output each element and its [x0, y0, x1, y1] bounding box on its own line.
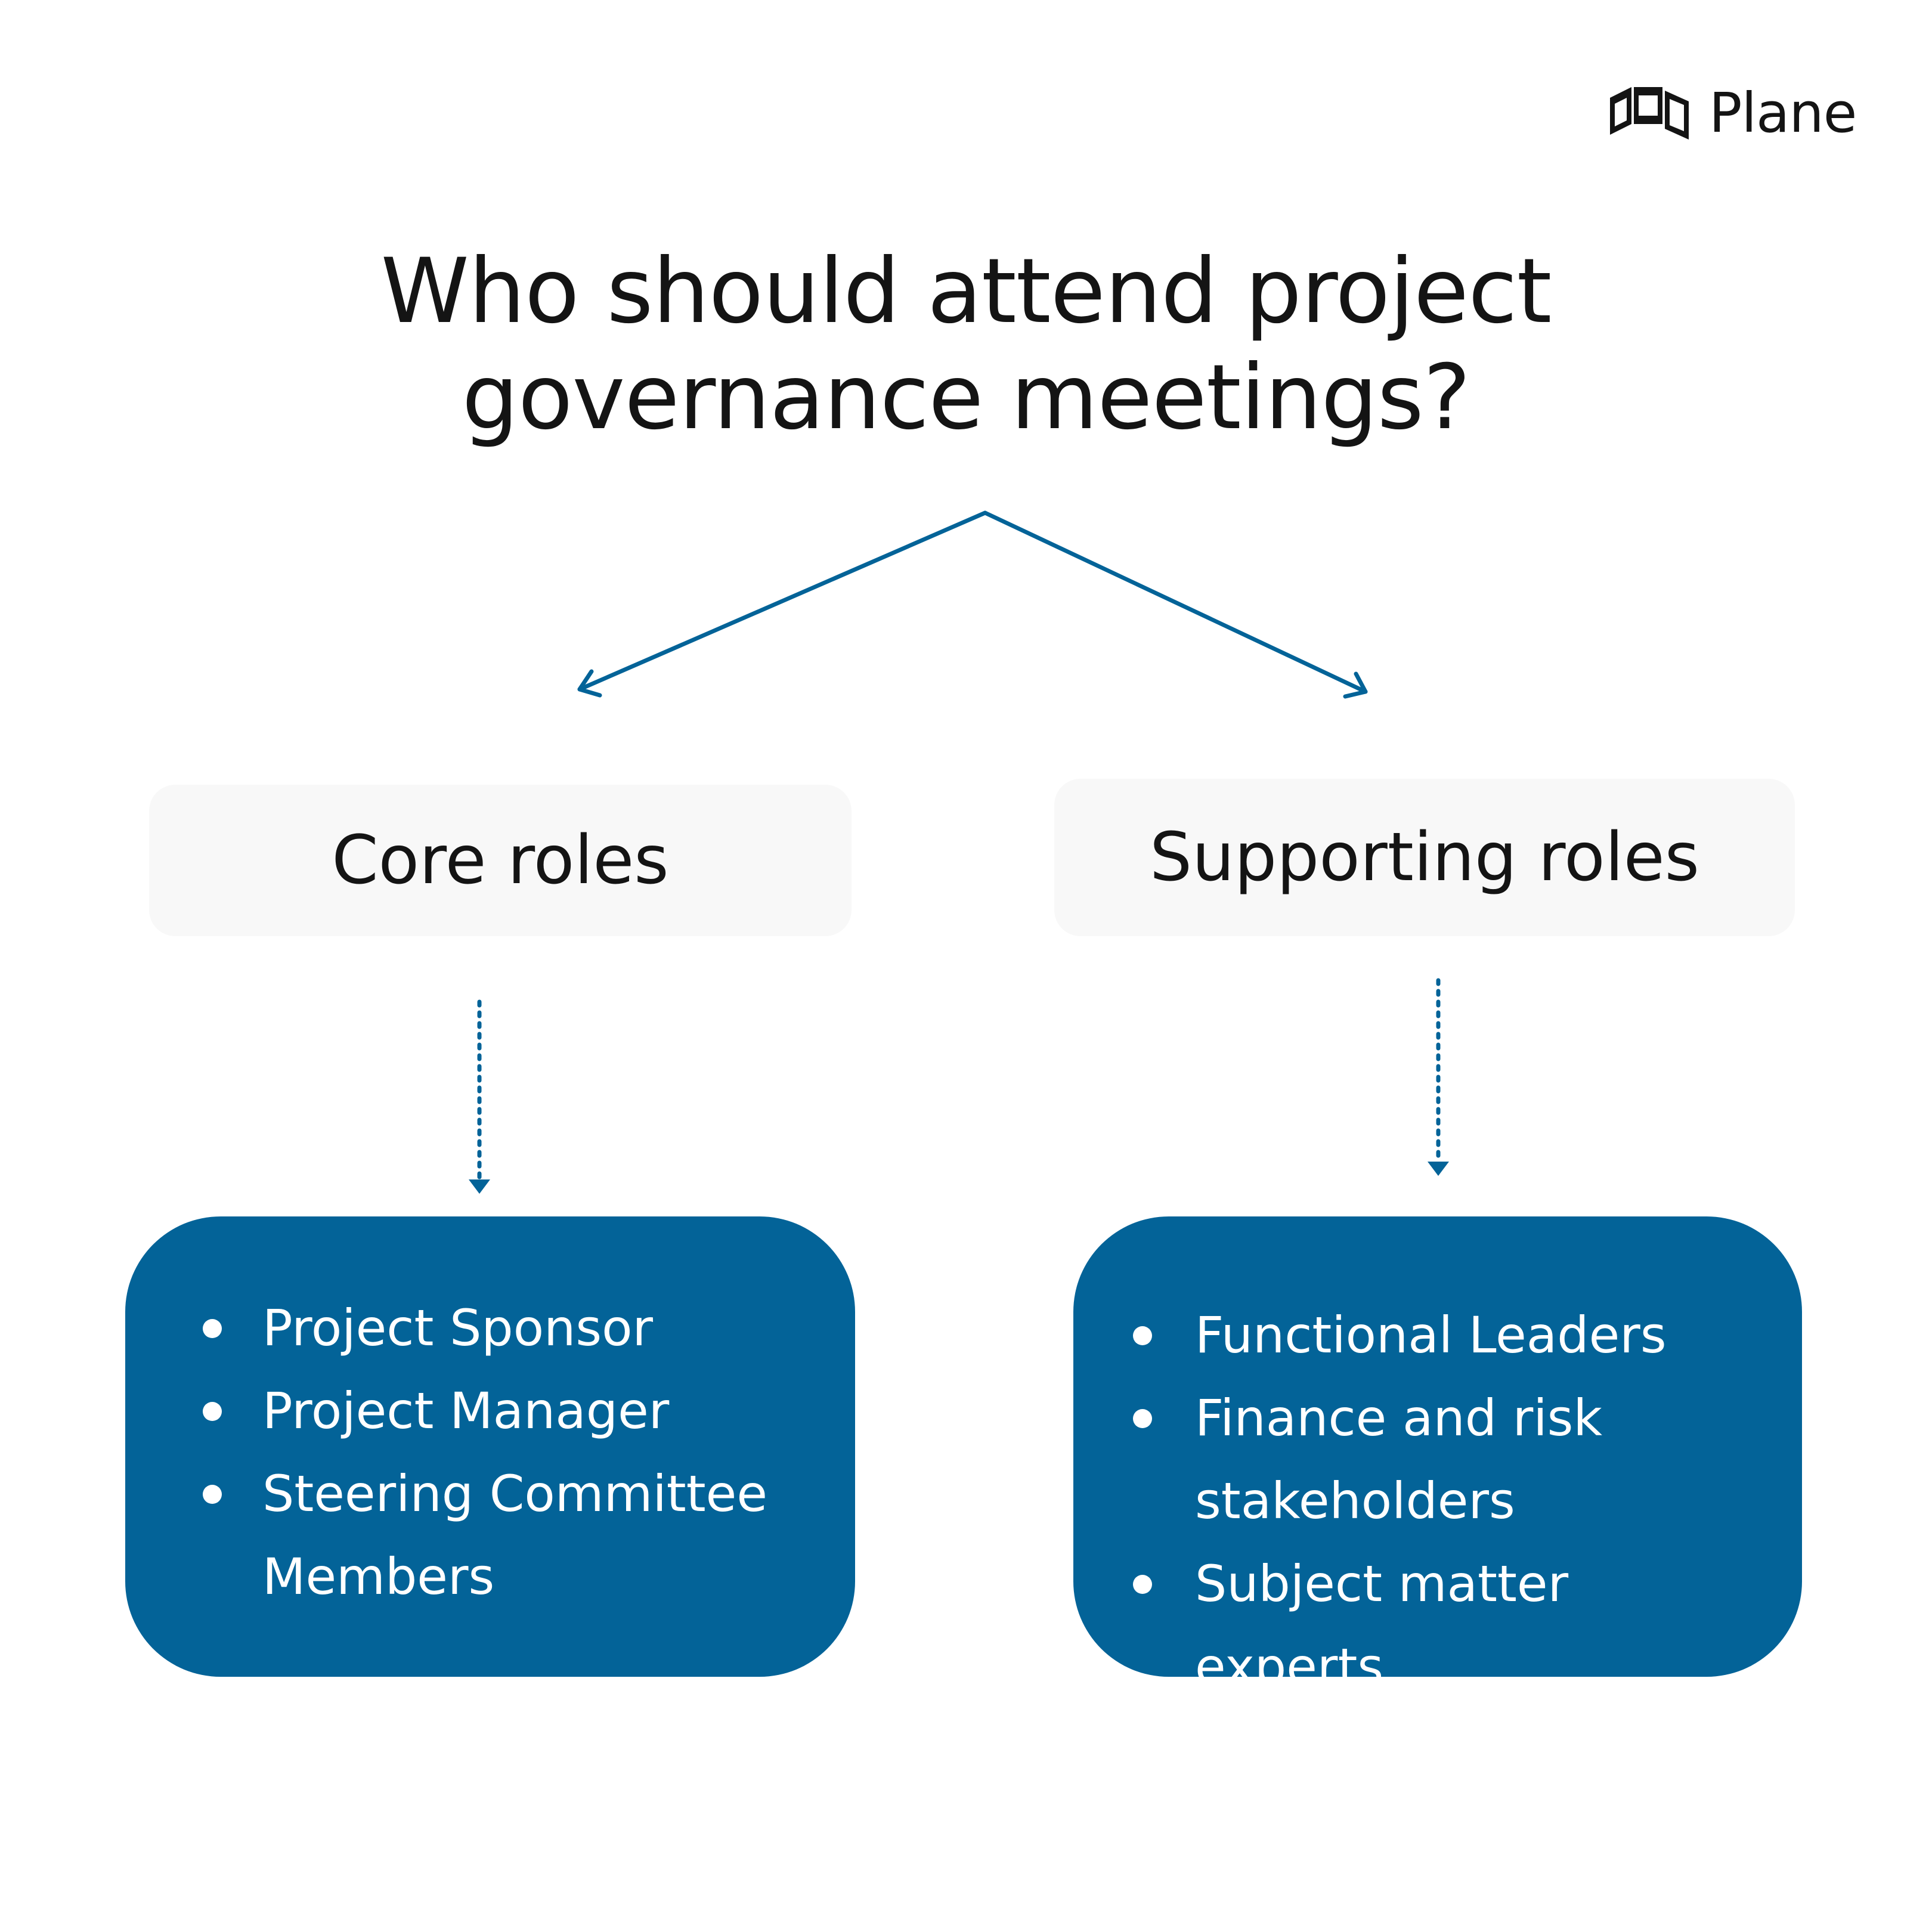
list-item: Steering Committee Members — [203, 1453, 807, 1618]
bullet-icon — [1133, 1409, 1152, 1428]
bullet-icon — [203, 1485, 222, 1504]
dotted-arrowhead-left — [469, 1179, 490, 1194]
brand-logo: Plane — [1610, 78, 1872, 149]
list-item: Subject matter experts — [1133, 1543, 1754, 1708]
branch-arrowhead-left — [577, 669, 602, 698]
page-title: Who should attend project governance mee… — [380, 240, 1552, 450]
core-roles-list: Project Sponsor Project Manager Steering… — [203, 1287, 807, 1618]
branch-arrow-left — [577, 510, 987, 692]
category-supporting-roles: Supporting roles — [1054, 779, 1795, 936]
plane-logo-icon — [1610, 87, 1689, 140]
branch-arrowhead-right — [1343, 671, 1368, 699]
brand-name: Plane — [1709, 81, 1857, 145]
category-core-roles: Core roles — [149, 785, 852, 936]
supporting-roles-box: Functional Leaders Finance and risk stak… — [1073, 1216, 1802, 1696]
core-roles-box: Project Sponsor Project Manager Steering… — [125, 1216, 855, 1677]
list-item: Finance and risk stakeholders — [1133, 1377, 1754, 1543]
branch-arrow-right — [983, 510, 1368, 694]
bullet-icon — [203, 1402, 222, 1421]
supporting-roles-list: Functional Leaders Finance and risk stak… — [1133, 1294, 1754, 1708]
category-label: Supporting roles — [1149, 819, 1700, 896]
list-item: Functional Leaders — [1133, 1294, 1754, 1377]
bullet-icon — [1133, 1575, 1152, 1594]
list-item: Project Sponsor — [203, 1287, 807, 1370]
category-label: Core roles — [332, 822, 669, 899]
dotted-arrowhead-right — [1428, 1162, 1449, 1176]
list-item: Project Manager — [203, 1370, 807, 1453]
bullet-icon — [1133, 1326, 1152, 1345]
bullet-icon — [203, 1319, 222, 1338]
